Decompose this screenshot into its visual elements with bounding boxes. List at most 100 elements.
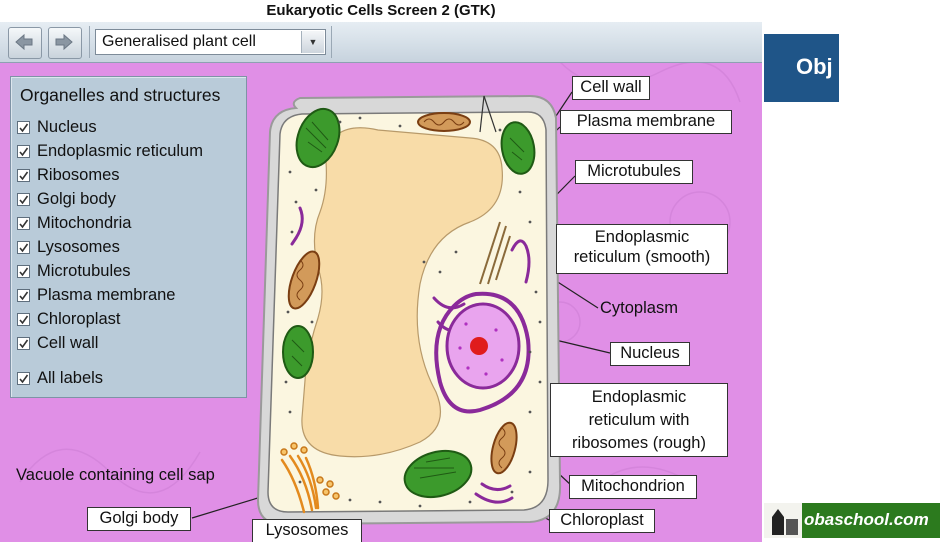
ribosome-dot	[528, 470, 532, 474]
ribosome-dot	[288, 410, 292, 414]
checkbox-lysosomes[interactable]: Lysosomes	[17, 236, 120, 258]
ribosome-dot	[538, 380, 542, 384]
label-mitochondrion: Mitochondrion	[569, 475, 697, 499]
checkmark-icon	[19, 374, 29, 383]
ribosome-dot	[298, 480, 302, 484]
ribosome-dot	[294, 200, 298, 204]
label-rough-er-line-1: Endoplasmic	[591, 388, 687, 406]
ribosome-dot	[534, 290, 538, 294]
checkbox[interactable]	[17, 120, 30, 134]
cell-type-value: Generalised plant cell	[102, 33, 256, 50]
checkbox-endoplasmic-reticulum[interactable]: Endoplasmic reticulum	[17, 140, 203, 162]
ribosome-dot	[290, 230, 294, 234]
checkbox[interactable]	[17, 144, 30, 158]
objectives-tile[interactable]: Obj	[764, 34, 839, 102]
ribosome-dot	[528, 410, 532, 414]
checkbox[interactable]	[17, 312, 30, 326]
obaschool-logo: obaschool.com	[764, 503, 940, 538]
nucleus	[434, 291, 531, 414]
label-lysosomes: Lysosomes	[252, 519, 362, 542]
ribosome-dot	[286, 310, 290, 314]
ribosome-dot	[288, 170, 292, 174]
checkmark-icon	[19, 243, 29, 252]
label-smooth-er: Endoplasmic reticulum (smooth)	[556, 224, 728, 274]
checkbox[interactable]	[17, 216, 30, 230]
cell-type-select[interactable]: Generalised plant cell ▼	[95, 29, 326, 55]
ribosome-dot	[378, 500, 382, 504]
label-plasma-membrane: Plasma membrane	[560, 110, 732, 134]
checkmark-icon	[19, 147, 29, 156]
checkmark-icon	[19, 195, 29, 204]
logo-text: obaschool.com	[804, 510, 929, 529]
checkbox-nucleus[interactable]: Nucleus	[17, 116, 97, 138]
checkmark-icon	[19, 267, 29, 276]
microtubules	[479, 221, 511, 285]
ribosome-dot	[498, 128, 502, 132]
plant-cell-diagram	[191, 91, 611, 526]
label-chloroplast: Chloroplast	[549, 509, 655, 533]
ribosome-dots	[284, 116, 542, 508]
vacuole	[301, 127, 503, 458]
checkbox-label: Endoplasmic reticulum	[37, 141, 203, 160]
checkbox-label: All labels	[37, 368, 104, 387]
forward-button[interactable]	[48, 27, 82, 59]
chevron-down-icon[interactable]: ▼	[301, 31, 324, 53]
ribosome-dot	[510, 490, 514, 494]
checkbox-mitochondria[interactable]: Mitochondria	[17, 212, 131, 234]
ribosome-dot	[314, 188, 318, 192]
checkbox-label: Golgi body	[37, 189, 116, 208]
checkbox[interactable]	[17, 336, 30, 350]
school-building-icon	[764, 503, 802, 538]
ribosome-dot	[528, 350, 532, 354]
checkbox-microtubules[interactable]: Microtubules	[17, 260, 131, 282]
nucleolus	[470, 337, 488, 355]
label-rough-er: Endoplasmic reticulum with ribosomes (ro…	[550, 383, 728, 457]
checkbox-golgi-body[interactable]: Golgi body	[17, 188, 116, 210]
toolbar-separator	[89, 26, 90, 58]
ribosome-dot	[358, 116, 362, 120]
checkbox-ribosomes[interactable]: Ribosomes	[17, 164, 120, 186]
checkbox[interactable]	[17, 371, 30, 385]
checkmark-icon	[19, 339, 29, 348]
checkmark-icon	[19, 123, 29, 132]
app-window: Generalised plant cell ▼ Organelles and …	[0, 22, 762, 542]
ribosome-dot	[438, 270, 442, 274]
label-cytoplasm: Cytoplasm	[600, 299, 678, 317]
checkbox[interactable]	[17, 288, 30, 302]
ribosome-dot	[528, 220, 532, 224]
checkbox[interactable]	[17, 264, 30, 278]
label-rough-er-line-3: ribosomes (rough)	[572, 434, 706, 452]
back-button[interactable]	[8, 27, 42, 59]
checkbox-cell-wall[interactable]: Cell wall	[17, 332, 98, 354]
checkbox[interactable]	[17, 240, 30, 254]
checkbox-label: Chloroplast	[37, 309, 121, 328]
objectives-tile-text: Obj	[796, 54, 833, 79]
label-microtubules: Microtubules	[575, 160, 693, 184]
checkbox-plasma-membrane[interactable]: Plasma membrane	[17, 284, 175, 306]
label-cell-wall: Cell wall	[572, 76, 650, 100]
label-nucleus: Nucleus	[610, 342, 690, 366]
ribosome-dot	[454, 250, 458, 254]
label-smooth-er-line-2: reticulum (smooth)	[573, 248, 711, 266]
toolbar: Generalised plant cell ▼	[0, 22, 762, 63]
checkmark-icon	[19, 219, 29, 228]
label-vacuole: Vacuole containing cell sap	[16, 466, 215, 484]
checkmark-icon	[19, 315, 29, 324]
toolbar-separator	[331, 26, 332, 58]
checkmark-icon	[19, 291, 29, 300]
checkbox-label: Nucleus	[37, 117, 97, 136]
ribosome-dot	[422, 260, 426, 264]
checkbox-label: Lysosomes	[37, 237, 120, 256]
checkbox-all-labels[interactable]: All labels	[17, 367, 103, 389]
checkbox-label: Plasma membrane	[37, 285, 176, 304]
checkbox[interactable]	[17, 192, 30, 206]
checkbox[interactable]	[17, 168, 30, 182]
ribosome-dot	[538, 320, 542, 324]
ribosome-dot	[284, 380, 288, 384]
ribosome-dot	[398, 124, 402, 128]
chloroplast-group	[282, 107, 536, 499]
lysosomes	[280, 442, 340, 500]
golgi-body	[280, 454, 320, 514]
checkbox-chloroplast[interactable]: Chloroplast	[17, 308, 120, 330]
